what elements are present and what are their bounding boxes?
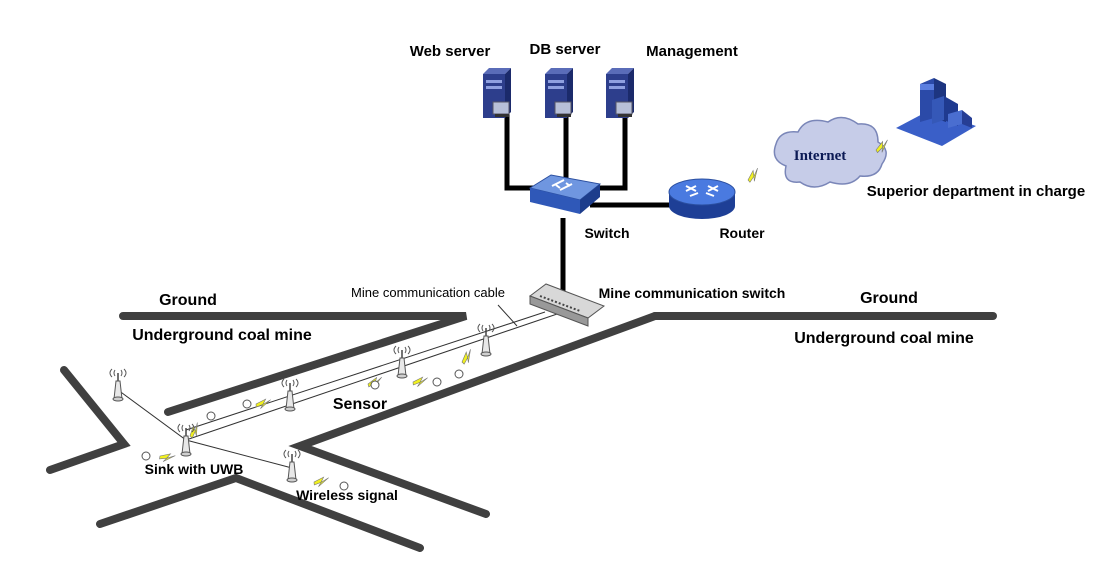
underground-right-label: Underground coal mine <box>794 330 974 347</box>
switch-icon <box>528 174 602 214</box>
web-server-label: Web server <box>410 43 491 60</box>
wireless-signal-label: Wireless signal <box>296 487 398 503</box>
sensor-node-icon <box>141 369 464 491</box>
building-icon <box>896 78 976 146</box>
internet-label: Internet <box>794 148 847 164</box>
management-server-icon <box>605 67 635 119</box>
underground-left-label: Underground coal mine <box>132 327 312 344</box>
superior-department-label: Superior department in charge <box>867 183 1085 200</box>
management-label: Management <box>646 43 738 60</box>
sensor-label: Sensor <box>333 396 387 413</box>
db-server-label: DB server <box>530 41 601 58</box>
mine-switch-label: Mine communication switch <box>599 285 786 301</box>
ground-right-label: Ground <box>860 290 918 307</box>
db-server-icon <box>544 67 574 119</box>
ground-left-label: Ground <box>159 292 217 309</box>
web-server-icon <box>482 67 512 119</box>
mine-tunnel <box>46 312 997 552</box>
cloud-icon: Internet <box>773 116 887 188</box>
mine-switch-icon <box>528 283 606 327</box>
switch-label: Switch <box>584 225 629 241</box>
mine-cable-label: Mine communication cable <box>351 285 505 300</box>
router-label: Router <box>719 225 765 241</box>
sink-label: Sink with UWB <box>145 461 244 477</box>
router-icon <box>668 178 736 219</box>
